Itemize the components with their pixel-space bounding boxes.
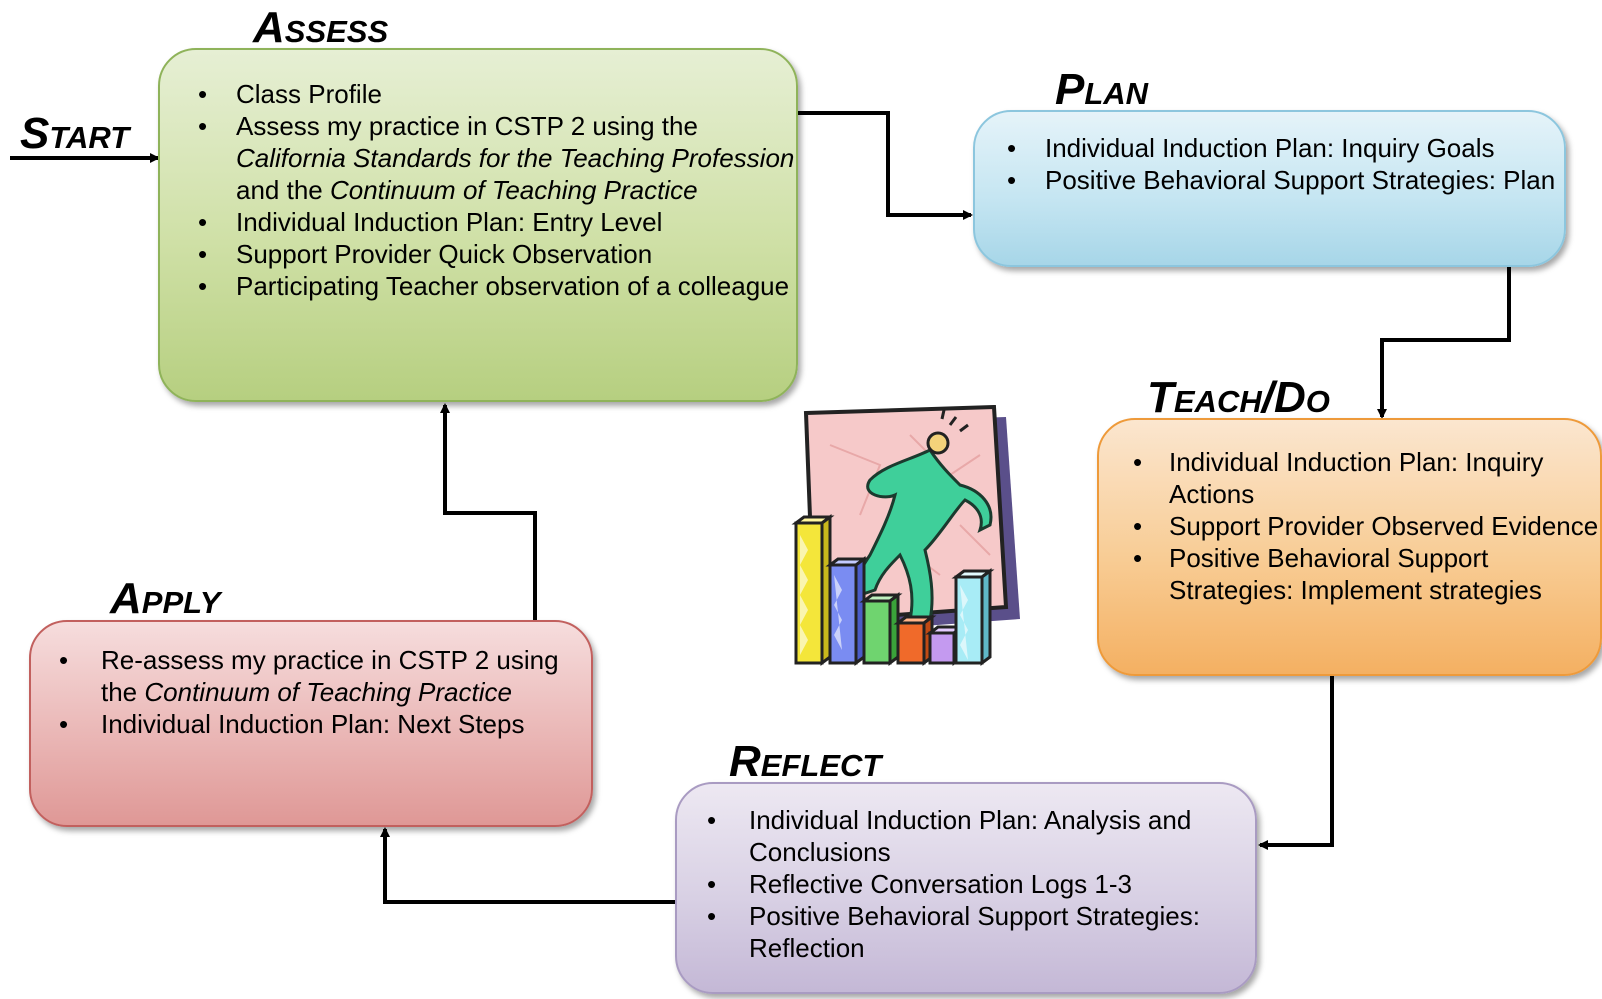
item-text: Individual Induction Plan: Inquiry Goals xyxy=(1045,133,1495,163)
assess-box: Class ProfileAssess my practice in CSTP … xyxy=(158,48,798,402)
list-item: Support Provider Observed Evidence xyxy=(1099,510,1600,542)
bar-chart-climber-icon xyxy=(791,405,1020,666)
list-item: Positive Behavioral Support Strategies: … xyxy=(677,900,1255,964)
assess-list: Class ProfileAssess my practice in CSTP … xyxy=(160,78,796,302)
list-item: Support Provider Quick Observation xyxy=(160,238,796,270)
item-text: Re-assess my practice in CSTP 2 using th… xyxy=(101,645,559,707)
list-item: Individual Induction Plan: Entry Level xyxy=(160,206,796,238)
item-text: Positive Behavioral Support Strategies: … xyxy=(749,901,1200,963)
list-item: Re-assess my practice in CSTP 2 using th… xyxy=(31,644,591,708)
reflect-title: Reflect xyxy=(729,737,882,786)
list-item: Participating Teacher observation of a c… xyxy=(160,270,796,302)
start-title: Start xyxy=(20,109,130,158)
apply-to-assess-arrow xyxy=(440,403,537,620)
list-item: Individual Induction Plan: Next Steps xyxy=(31,708,591,740)
list-item: Individual Induction Plan: Analysis and … xyxy=(677,804,1255,868)
apply-box: Re-assess my practice in CSTP 2 using th… xyxy=(29,620,593,827)
item-text: Assess my practice in CSTP 2 using the xyxy=(236,111,698,141)
list-item: Assess my practice in CSTP 2 using the C… xyxy=(160,110,796,206)
teach-to-reflect-arrow xyxy=(1258,676,1334,850)
list-item: Individual Induction Plan: Inquiry Actio… xyxy=(1099,446,1600,510)
list-item: Class Profile xyxy=(160,78,796,110)
teach-title: Teach/Do xyxy=(1147,373,1330,422)
reflect-to-apply-arrow xyxy=(380,827,675,904)
plan-box: Individual Induction Plan: Inquiry Goals… xyxy=(973,110,1566,267)
italic-text: Continuum of Teaching Practice xyxy=(329,175,698,205)
apply-title: Apply xyxy=(110,574,221,623)
plan-to-teach-arrow xyxy=(1377,265,1511,419)
item-text: Individual Induction Plan: Next Steps xyxy=(101,709,525,739)
item-text: Class Profile xyxy=(236,79,382,109)
italic-text: Continuum of Teaching Practice xyxy=(144,677,512,707)
item-text: and the xyxy=(236,175,330,205)
reflect-list: Individual Induction Plan: Analysis and … xyxy=(677,804,1255,964)
item-text: Individual Induction Plan: Entry Level xyxy=(236,207,663,237)
list-item: Reflective Conversation Logs 1-3 xyxy=(677,868,1255,900)
item-text: Reflective Conversation Logs 1-3 xyxy=(749,869,1132,899)
list-item: Individual Induction Plan: Inquiry Goals xyxy=(975,132,1564,164)
apply-list: Re-assess my practice in CSTP 2 using th… xyxy=(31,644,591,740)
assess-title: Assess xyxy=(253,3,389,52)
item-text: Individual Induction Plan: Analysis and … xyxy=(749,805,1192,867)
list-item: Positive Behavioral Support Strategies: … xyxy=(975,164,1564,196)
item-text: Positive Behavioral Support Strategies: … xyxy=(1169,543,1542,605)
reflect-box: Individual Induction Plan: Analysis and … xyxy=(675,782,1257,994)
plan-title: Plan xyxy=(1055,65,1149,114)
item-text: Individual Induction Plan: Inquiry Actio… xyxy=(1169,447,1544,509)
item-text: Positive Behavioral Support Strategies: … xyxy=(1045,165,1556,195)
italic-text: California Standards for the Teaching Pr… xyxy=(236,143,795,173)
list-item: Positive Behavioral Support Strategies: … xyxy=(1099,542,1600,606)
item-text: Support Provider Observed Evidence xyxy=(1169,511,1599,541)
teach-box: Individual Induction Plan: Inquiry Actio… xyxy=(1097,418,1602,676)
teach-list: Individual Induction Plan: Inquiry Actio… xyxy=(1099,446,1600,606)
item-text: Participating Teacher observation of a c… xyxy=(236,271,790,301)
plan-list: Individual Induction Plan: Inquiry Goals… xyxy=(975,132,1564,196)
item-text: Support Provider Quick Observation xyxy=(236,239,653,269)
assess-to-plan-arrow xyxy=(798,111,973,220)
